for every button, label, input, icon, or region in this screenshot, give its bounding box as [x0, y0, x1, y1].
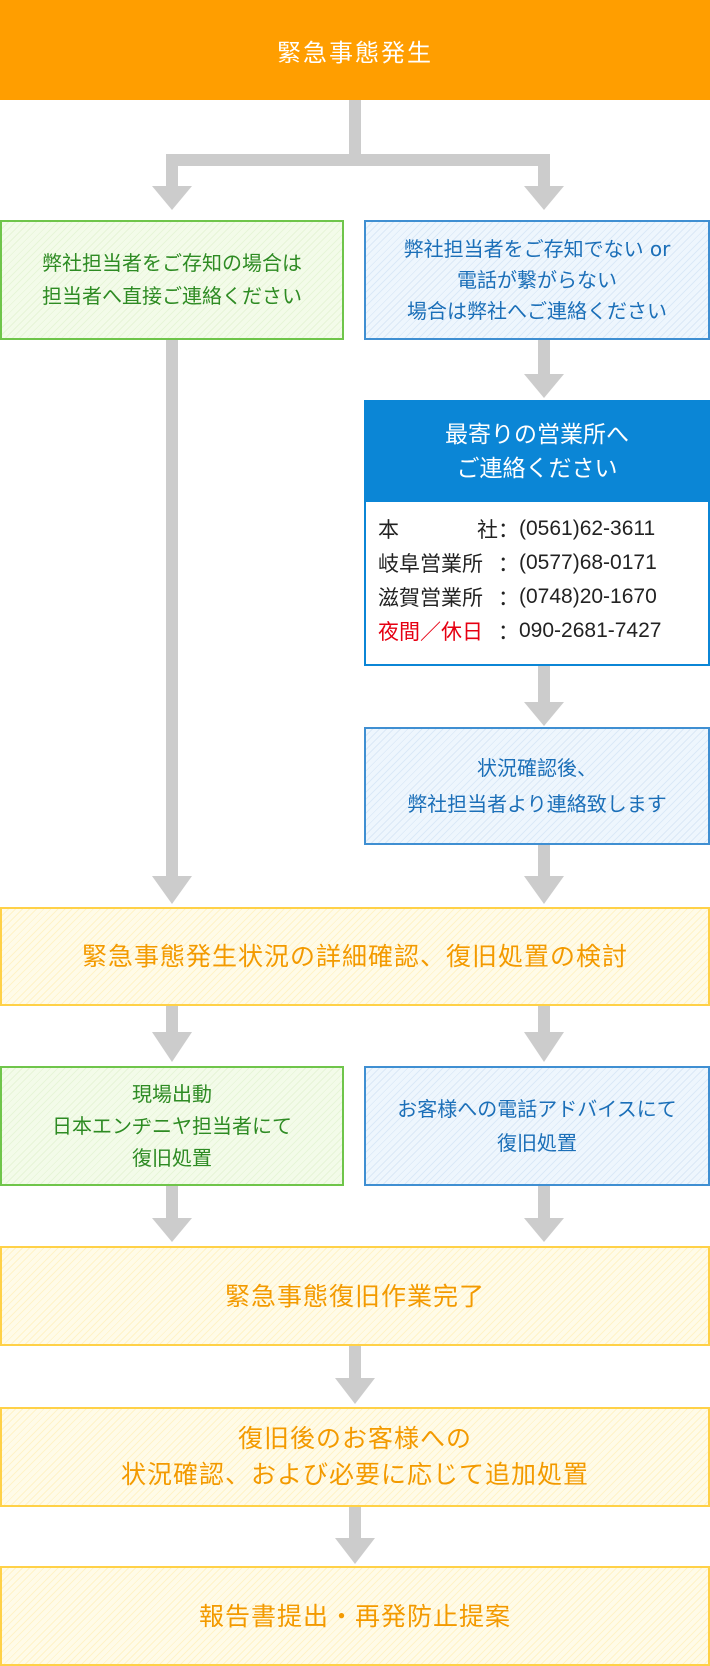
- office-title-line1: 最寄りの営業所へ: [445, 422, 629, 448]
- status-check-box: 状況確認後、 弊社担当者より連絡致します: [364, 727, 710, 845]
- office-row-gifu: 岐阜営業所 ： (0577)68-0171: [378, 546, 708, 580]
- office-label: 本 社: [378, 514, 498, 544]
- unknown-contact-line3: 場合は弊社へご連絡ください: [407, 298, 667, 323]
- office-row-night-holiday: 夜間／休日 ： 090-2681-7427: [378, 614, 708, 648]
- office-row-headquarters: 本 社 ： (0561)62-3611: [378, 512, 708, 546]
- phone-advice-line2: 復旧処置: [497, 1131, 577, 1155]
- post-recovery-check-box: 復旧後のお客様への 状況確認、および必要に応じて追加処置: [0, 1407, 710, 1507]
- phone-advice-box: お客様への電話アドバイスにて 復旧処置: [364, 1066, 710, 1186]
- unknown-contact-line2: 電話が繋がらない: [457, 267, 617, 292]
- office-label-part: 本: [378, 519, 399, 542]
- recovery-complete-box: 緊急事態復旧作業完了: [0, 1246, 710, 1346]
- known-contact-line2: 担当者へ直接ご連絡ください: [42, 284, 302, 308]
- office-title-line2: ご連絡ください: [456, 456, 618, 482]
- office-label: 夜間／休日: [378, 621, 483, 644]
- office-separator: ：: [498, 621, 519, 644]
- office-row-shiga: 滋賀営業所 ： (0748)20-1670: [378, 580, 708, 614]
- office-separator: ：: [498, 587, 519, 610]
- office-contact-box: 最寄りの営業所へ ご連絡ください 本 社 ： (0561)62-3611 岐阜営…: [364, 400, 710, 666]
- report-text: 報告書提出・再発防止提案: [198, 1601, 511, 1631]
- recovery-complete-text: 緊急事態復旧作業完了: [224, 1281, 485, 1311]
- office-label-part: 社: [477, 519, 498, 542]
- office-contact-header: 最寄りの営業所へ ご連絡ください: [366, 402, 708, 502]
- status-check-line2: 弊社担当者より連絡致します: [407, 792, 667, 816]
- unknown-contact-box: 弊社担当者をご存知でない or 電話が繋がらない 場合は弊社へご連絡ください: [364, 220, 710, 340]
- office-separator: ：: [498, 519, 519, 542]
- phone-advice-line1: お客様への電話アドバイスにて: [397, 1097, 677, 1121]
- office-phone: (0748)20-1670: [519, 585, 657, 608]
- known-contact-box: 弊社担当者をご存知の場合は 担当者へ直接ご連絡ください: [0, 220, 344, 340]
- office-phone: (0577)68-0171: [519, 551, 657, 574]
- onsite-line1: 現場出動: [132, 1082, 212, 1106]
- detail-check-text: 緊急事態発生状況の詳細確認、復旧処置の検討: [81, 942, 628, 971]
- emergency-header: 緊急事態発生: [0, 0, 710, 100]
- detail-check-box: 緊急事態発生状況の詳細確認、復旧処置の検討: [0, 907, 710, 1006]
- onsite-line3: 復旧処置: [132, 1146, 212, 1170]
- office-label: 滋賀営業所: [378, 587, 483, 610]
- office-phone: 090-2681-7427: [519, 619, 662, 642]
- status-check-line1: 状況確認後、: [477, 756, 597, 780]
- post-check-line2: 状況確認、および必要に応じて追加処置: [120, 1460, 589, 1489]
- header-title: 緊急事態発生: [277, 38, 433, 67]
- onsite-line2: 日本エンヂニヤ担当者にて: [52, 1114, 292, 1138]
- office-label: 岐阜営業所: [378, 553, 483, 576]
- office-phone: (0561)62-3611: [519, 517, 656, 540]
- post-check-line1: 復旧後のお客様への: [237, 1424, 472, 1453]
- report-box: 報告書提出・再発防止提案: [0, 1566, 710, 1666]
- known-contact-line1: 弊社担当者をご存知の場合は: [42, 251, 302, 275]
- office-separator: ：: [498, 553, 519, 576]
- onsite-dispatch-box: 現場出動 日本エンヂニヤ担当者にて 復旧処置: [0, 1066, 344, 1186]
- unknown-contact-line1: 弊社担当者をご存知でない or: [403, 236, 671, 261]
